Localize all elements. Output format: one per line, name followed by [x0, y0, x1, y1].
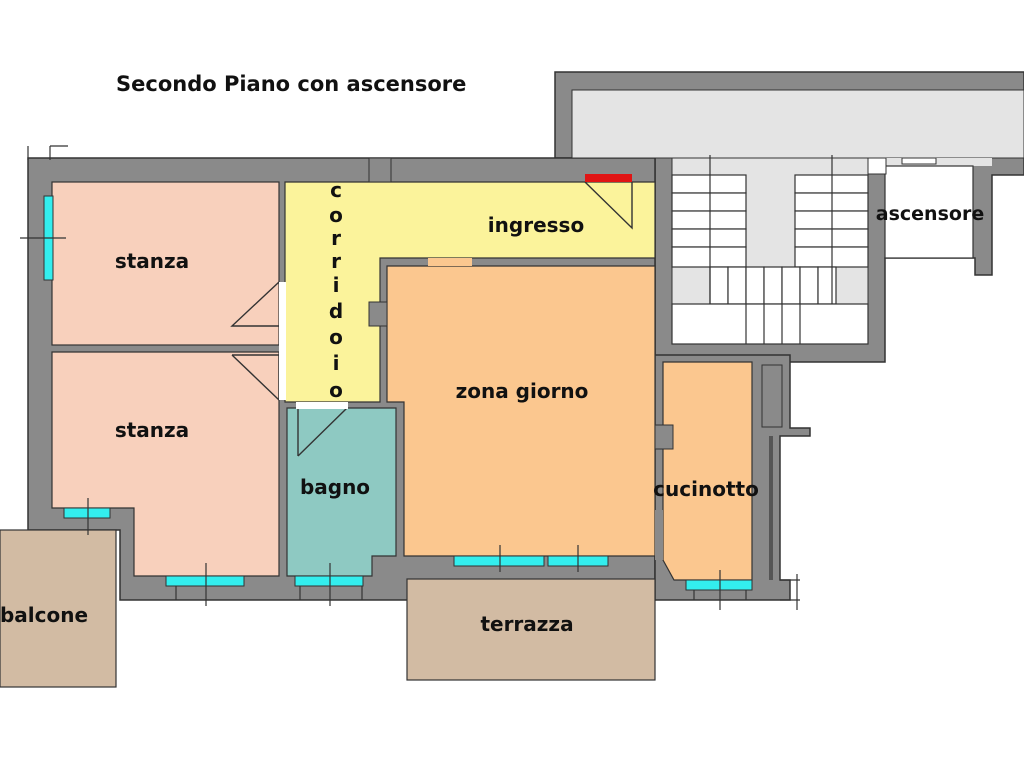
elevator-door-marker-2 [901, 157, 937, 165]
kitchen-wall-stub [655, 510, 663, 560]
window-stanza-bottom [165, 575, 245, 587]
kitchen-pillar [654, 424, 674, 450]
corridoio-letter: r [331, 249, 341, 273]
label-cucinotto: cucinotto [653, 477, 759, 501]
door-ingresso [584, 181, 633, 230]
entrance-threshold [585, 174, 632, 182]
door-gap-bagno [296, 402, 348, 409]
room-cucinotto [662, 361, 753, 581]
corridor-pillar [368, 301, 388, 327]
label-stanza-top: stanza [115, 249, 189, 273]
corridoio-letter: i [333, 351, 340, 375]
door-gap-zona [428, 258, 472, 266]
window-ticks [20, 145, 800, 610]
door-bagno [297, 407, 348, 457]
label-corridoio: c o r r i d o i o [329, 178, 343, 402]
label-ingresso: ingresso [488, 213, 584, 237]
stair-hall-floor [571, 89, 1024, 159]
plan-title: Secondo Piano con ascensore [116, 72, 466, 96]
terrazza [406, 578, 656, 681]
stairs [671, 155, 869, 345]
label-stanza-bottom: stanza [115, 418, 189, 442]
door-gap-corridor [279, 282, 286, 400]
label-zona-giorno: zona giorno [456, 379, 589, 403]
corridoio-letter: o [329, 325, 343, 349]
balcone [0, 529, 117, 688]
kitchen-shaft [761, 364, 783, 428]
window-cucinotto [685, 579, 753, 591]
elevator-door-marker [867, 157, 887, 175]
room-zona-giorno [386, 265, 656, 557]
room-corridoio-ingresso [284, 181, 656, 403]
corridoio-letter: o [329, 203, 343, 227]
elevator-shaft [884, 165, 974, 259]
label-ascensore: ascensore [876, 203, 984, 225]
label-bagno: bagno [300, 475, 370, 499]
corridoio-letter: i [333, 273, 340, 297]
room-bagno [286, 407, 397, 577]
corridoio-letter: d [329, 299, 343, 323]
top-wall-notch [368, 157, 392, 183]
label-balcone: balcone [0, 603, 88, 627]
label-terrazza: terrazza [480, 612, 573, 636]
corridoio-letter: r [331, 226, 341, 250]
window-bagno [294, 575, 364, 587]
window-stanza-bottom-balcone [63, 507, 111, 519]
window-zona-1 [453, 555, 545, 567]
corridoio-letter: o [329, 378, 343, 402]
door-stanza-top [230, 281, 280, 327]
corridoio-letter: c [330, 178, 342, 202]
